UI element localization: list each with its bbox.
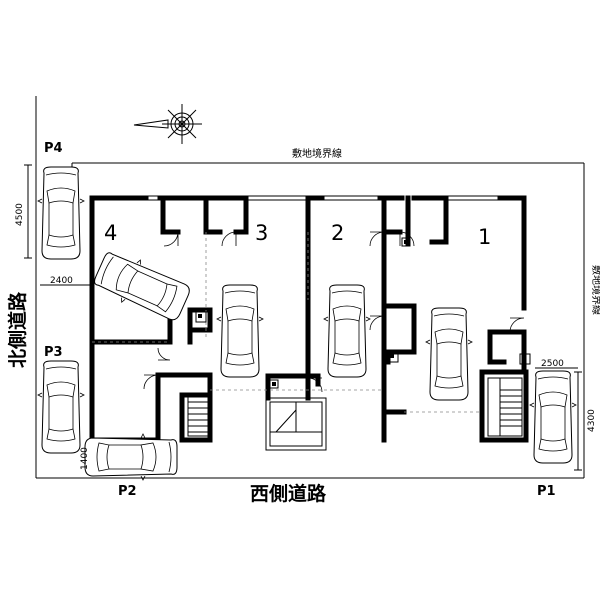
dim-1400: 1400: [80, 447, 90, 470]
car-outline: [46, 428, 76, 442]
car-icon: [94, 252, 190, 321]
stairs: [187, 377, 523, 451]
car-outline: [48, 203, 74, 235]
car-outline: [121, 297, 126, 303]
unit-label-3: 3: [255, 221, 268, 245]
parking-label-p3: P3: [44, 345, 63, 360]
unit-label-4: 4: [104, 221, 117, 245]
car-outline: [45, 172, 77, 176]
car-outline: [331, 290, 363, 294]
car-icon: [216, 284, 264, 378]
car-outline: [168, 441, 172, 473]
car-outline: [140, 433, 146, 439]
dim-4500: 4500: [15, 203, 25, 226]
car-icon: [37, 360, 85, 454]
car-outline: [37, 392, 43, 398]
dim-4300: 4300: [587, 409, 597, 432]
top-windows: [146, 195, 500, 201]
parking-label-p1: P1: [537, 484, 556, 499]
car-outline: [332, 352, 362, 366]
car-icon: [84, 433, 178, 481]
car-outline: [156, 283, 178, 313]
car-outline: [109, 444, 141, 470]
car-outline: [323, 316, 329, 322]
unit-label-2: 2: [331, 221, 344, 245]
car-outline: [571, 402, 577, 408]
parking-label-p4: P4: [44, 141, 63, 156]
car-outline: [96, 442, 110, 472]
car-icon: [37, 166, 85, 260]
car-outline: [425, 339, 431, 345]
car-outline: [136, 259, 141, 265]
compass-icon: [133, 104, 202, 144]
door-swings: [143, 231, 525, 393]
car-outline: [434, 375, 464, 389]
car-outline: [538, 438, 568, 452]
car-icon: [425, 307, 473, 401]
car-outline: [94, 252, 190, 321]
car-icon: [529, 370, 577, 464]
car-outline: [48, 397, 74, 429]
unit-label-1: 1: [478, 225, 491, 249]
car-outline: [365, 316, 371, 322]
car-outline: [227, 321, 253, 353]
dim-2500: 2500: [541, 359, 564, 369]
utility-boxes: [195, 237, 531, 389]
dim-2400: 2400: [50, 276, 73, 286]
car-outline: [45, 366, 77, 370]
car-outline: [334, 321, 360, 353]
north-road-label: 北側道路: [6, 291, 29, 368]
dimension-lines: [24, 164, 582, 472]
car-outline: [79, 392, 85, 398]
west-road-label: 西側道路: [250, 482, 327, 505]
car-outline: [127, 270, 168, 307]
interior-dashed-lines: [92, 232, 482, 413]
site-boundary-top-label: 敷地境界線: [292, 147, 342, 160]
car-outline: [537, 376, 569, 380]
car-outline: [100, 256, 114, 285]
car-outline: [258, 316, 264, 322]
site-boundary-right-label: 敷地境界線: [590, 265, 600, 315]
car-outline: [140, 475, 146, 481]
car-outline: [540, 407, 566, 439]
car-outline: [46, 234, 76, 248]
car-icon: [323, 284, 371, 378]
cars: [37, 166, 577, 481]
car-outline: [436, 344, 462, 376]
parking-label-p2: P2: [118, 484, 137, 499]
car-outline: [37, 198, 43, 204]
car-outline: [216, 316, 222, 322]
car-outline: [224, 290, 256, 294]
car-outline: [433, 313, 465, 317]
car-outline: [467, 339, 473, 345]
car-outline: [79, 198, 85, 204]
car-outline: [225, 352, 255, 366]
car-outline: [529, 402, 535, 408]
